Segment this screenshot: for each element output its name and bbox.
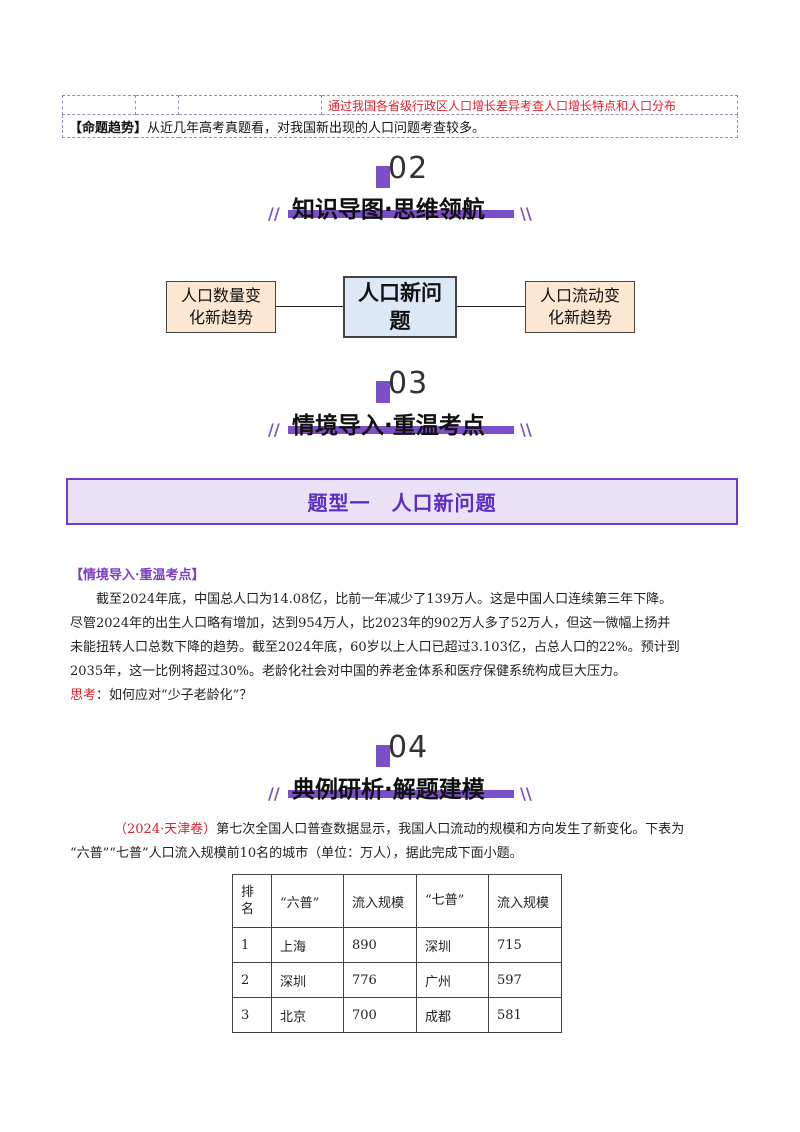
table-cell: 上海 <box>271 927 344 963</box>
table-cell: 581 <box>488 997 562 1033</box>
table-row: 1 上海 890 深圳 715 <box>232 927 562 963</box>
section-underline <box>288 426 514 434</box>
section-num-bar <box>376 745 390 767</box>
table-cell: 700 <box>343 997 417 1033</box>
table-cell: 成都 <box>416 997 489 1033</box>
table-cell: 3 <box>232 997 272 1033</box>
table-header-row: 排名 “六普” 流入规模 “七普” 流入规模 <box>232 874 562 928</box>
table-cell: 2 <box>232 962 272 998</box>
table-cell: 1 <box>232 927 272 963</box>
header-cell: 排名 <box>232 874 272 928</box>
trend-table: 通过我国各省级行政区人口增长差异考查人口增长特点和人口分布 【命题趋势】从近几年… <box>62 95 738 138</box>
slash-decoration: // <box>268 420 280 439</box>
intro-block: 【情境导入·重温考点】 截至2024年底，中国总人口为14.08亿，比前一年减少… <box>70 564 740 708</box>
think-label: 思考 <box>70 688 97 703</box>
exam-point-text: 通过我国各省级行政区人口增长差异考查人口增长特点和人口分布 <box>321 95 738 115</box>
mindmap-node-center: 人口新问题 <box>343 276 457 338</box>
connector-line <box>454 306 526 307</box>
section-title: 情境导入·重温考点 <box>292 413 485 439</box>
table-cell: 深圳 <box>271 962 344 998</box>
blank-cell <box>135 95 179 115</box>
section-number: 04 <box>388 730 429 765</box>
section-underline <box>288 210 514 218</box>
table-cell: 北京 <box>271 997 344 1033</box>
table-cell: 776 <box>343 962 417 998</box>
section-underline <box>288 790 514 798</box>
slash-decoration: \\ <box>520 420 532 439</box>
table-cell: 890 <box>343 927 417 963</box>
header-cell: 流入规模 <box>343 874 417 928</box>
mindmap-node-right: 人口流动变化新趋势 <box>525 281 635 333</box>
blank-cell <box>62 95 136 115</box>
intro-line: 尽管2024年的出生人口略有增加，达到954万人，比2023年的902万人多了5… <box>70 616 671 631</box>
blank-cell <box>178 95 322 115</box>
example-text: “六普”“七普”人口流入规模前10名的城市（单位：万人），据此完成下面小题。 <box>70 846 523 861</box>
section-number: 02 <box>388 151 429 186</box>
slash-decoration: // <box>268 784 280 803</box>
section-number: 03 <box>388 366 429 401</box>
slash-decoration: // <box>268 204 280 223</box>
trend-label: 【命题趋势】 <box>69 120 148 136</box>
table-row: 3 北京 700 成都 581 <box>232 997 562 1033</box>
section-num-bar <box>376 381 390 403</box>
header-cell: “七普” <box>416 874 489 928</box>
section-title: 典例研析·解题建模 <box>292 777 485 803</box>
intro-line: 截至2024年底，中国总人口为14.08亿，比前一年减少了139万人。这是中国人… <box>96 592 673 607</box>
slash-decoration: \\ <box>520 204 532 223</box>
intro-line: 2035年，这一比例将超过30%。老龄化社会对中国的养老金体系和医疗保健系统构成… <box>70 664 626 679</box>
header-cell: “六普” <box>271 874 344 928</box>
population-flow-table: 排名 “六普” 流入规模 “七普” 流入规模 1 上海 890 深圳 715 2… <box>232 874 562 1033</box>
trend-text: 从近几年高考真题看，对我国新出现的人口问题考查较多。 <box>147 120 486 136</box>
source-label: （2024·天津卷） <box>114 822 217 837</box>
intro-label: 【情境导入·重温考点】 <box>70 568 205 583</box>
mindmap-node-left: 人口数量变化新趋势 <box>166 281 276 333</box>
intro-line: 未能扭转人口总数下降的趋势。截至2024年底，60岁以上人口已超过3.103亿，… <box>70 640 680 655</box>
table-cell: 715 <box>488 927 562 963</box>
question-type-banner: 题型一 人口新问题 <box>66 478 738 525</box>
section-num-bar <box>376 166 390 188</box>
header-cell: 流入规模 <box>488 874 562 928</box>
think-text: ：如何应对“少子老龄化”？ <box>96 688 253 703</box>
table-row: 2 深圳 776 广州 597 <box>232 962 562 998</box>
example-text: 第七次全国人口普查数据显示，我国人口流动的规模和方向发生了新变化。下表为 <box>216 822 685 837</box>
table-cell: 597 <box>488 962 562 998</box>
table-cell: 广州 <box>416 962 489 998</box>
slash-decoration: \\ <box>520 784 532 803</box>
table-cell: 深圳 <box>416 927 489 963</box>
section-title: 知识导图·思维领航 <box>292 197 485 223</box>
example-block: （2024·天津卷）第七次全国人口普查数据显示，我国人口流动的规模和方向发生了新… <box>70 818 750 866</box>
connector-line <box>276 306 344 307</box>
